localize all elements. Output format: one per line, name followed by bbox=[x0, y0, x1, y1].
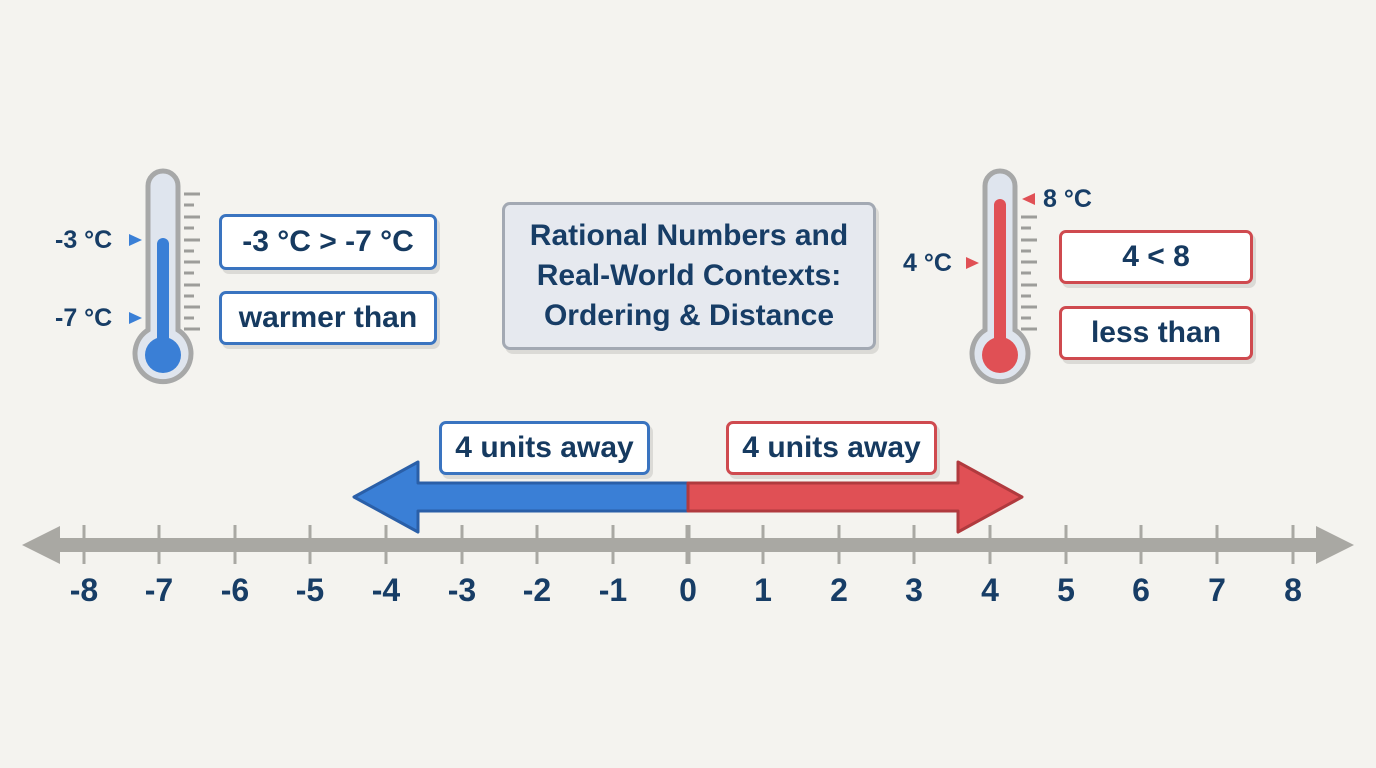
marker-label-minus-7: -7 °C bbox=[55, 304, 113, 332]
marker-pointer-icon bbox=[129, 312, 142, 324]
distance-label-right: 4 units away bbox=[726, 421, 937, 475]
page-title: Rational Numbers and Real-World Contexts… bbox=[502, 202, 876, 350]
left-thermometer bbox=[129, 168, 200, 385]
tick-label: -6 bbox=[220, 572, 250, 608]
title-line-2: Real-World Contexts: bbox=[536, 259, 842, 292]
tick-label: -1 bbox=[598, 572, 628, 608]
tick-label: 6 bbox=[1132, 572, 1150, 608]
marker-label-8: 8 °C bbox=[1043, 185, 1092, 213]
comparison-box-left: -3 °C > -7 °C bbox=[219, 214, 437, 270]
axis-left-arrow-icon bbox=[22, 526, 60, 564]
comparison-box-right: 4 < 8 bbox=[1059, 230, 1253, 284]
right-distance-arrow bbox=[686, 460, 1024, 534]
tick-label: 3 bbox=[905, 572, 923, 608]
marker-label-minus-3: -3 °C bbox=[55, 226, 113, 254]
axis-right-arrow-icon bbox=[1316, 526, 1354, 564]
title-line-3: Ordering & Distance bbox=[543, 299, 835, 332]
relation-box-left: warmer than bbox=[219, 291, 437, 345]
tick-label: -4 bbox=[371, 572, 401, 608]
left-distance-arrow bbox=[352, 460, 690, 534]
tick-label: -2 bbox=[522, 572, 552, 608]
marker-pointer-icon bbox=[966, 257, 979, 269]
left-thermometer-scale bbox=[184, 192, 200, 331]
tick-label: -7 bbox=[144, 572, 174, 608]
tick-label: 8 bbox=[1284, 572, 1302, 608]
tick-label: -3 bbox=[447, 572, 477, 608]
tick-label: 7 bbox=[1208, 572, 1226, 608]
number-line-axis bbox=[22, 525, 1354, 564]
relation-box-right: less than bbox=[1059, 306, 1253, 360]
tick-label: 4 bbox=[981, 572, 999, 608]
right-thermometer bbox=[966, 168, 1037, 385]
tick-label: 5 bbox=[1057, 572, 1075, 608]
title-line-1: Rational Numbers and bbox=[529, 219, 849, 252]
tick-label: 1 bbox=[754, 572, 772, 608]
marker-label-4: 4 °C bbox=[903, 249, 952, 277]
marker-pointer-icon bbox=[129, 234, 142, 246]
tick-label: 2 bbox=[830, 572, 848, 608]
tick-label: -8 bbox=[69, 572, 99, 608]
right-thermometer-scale bbox=[1021, 215, 1037, 331]
distance-label-left: 4 units away bbox=[439, 421, 650, 475]
marker-pointer-icon bbox=[1022, 193, 1035, 205]
tick-label: 0 bbox=[679, 572, 697, 608]
tick-label: -5 bbox=[295, 572, 325, 608]
axis-ticks bbox=[82, 525, 1295, 564]
